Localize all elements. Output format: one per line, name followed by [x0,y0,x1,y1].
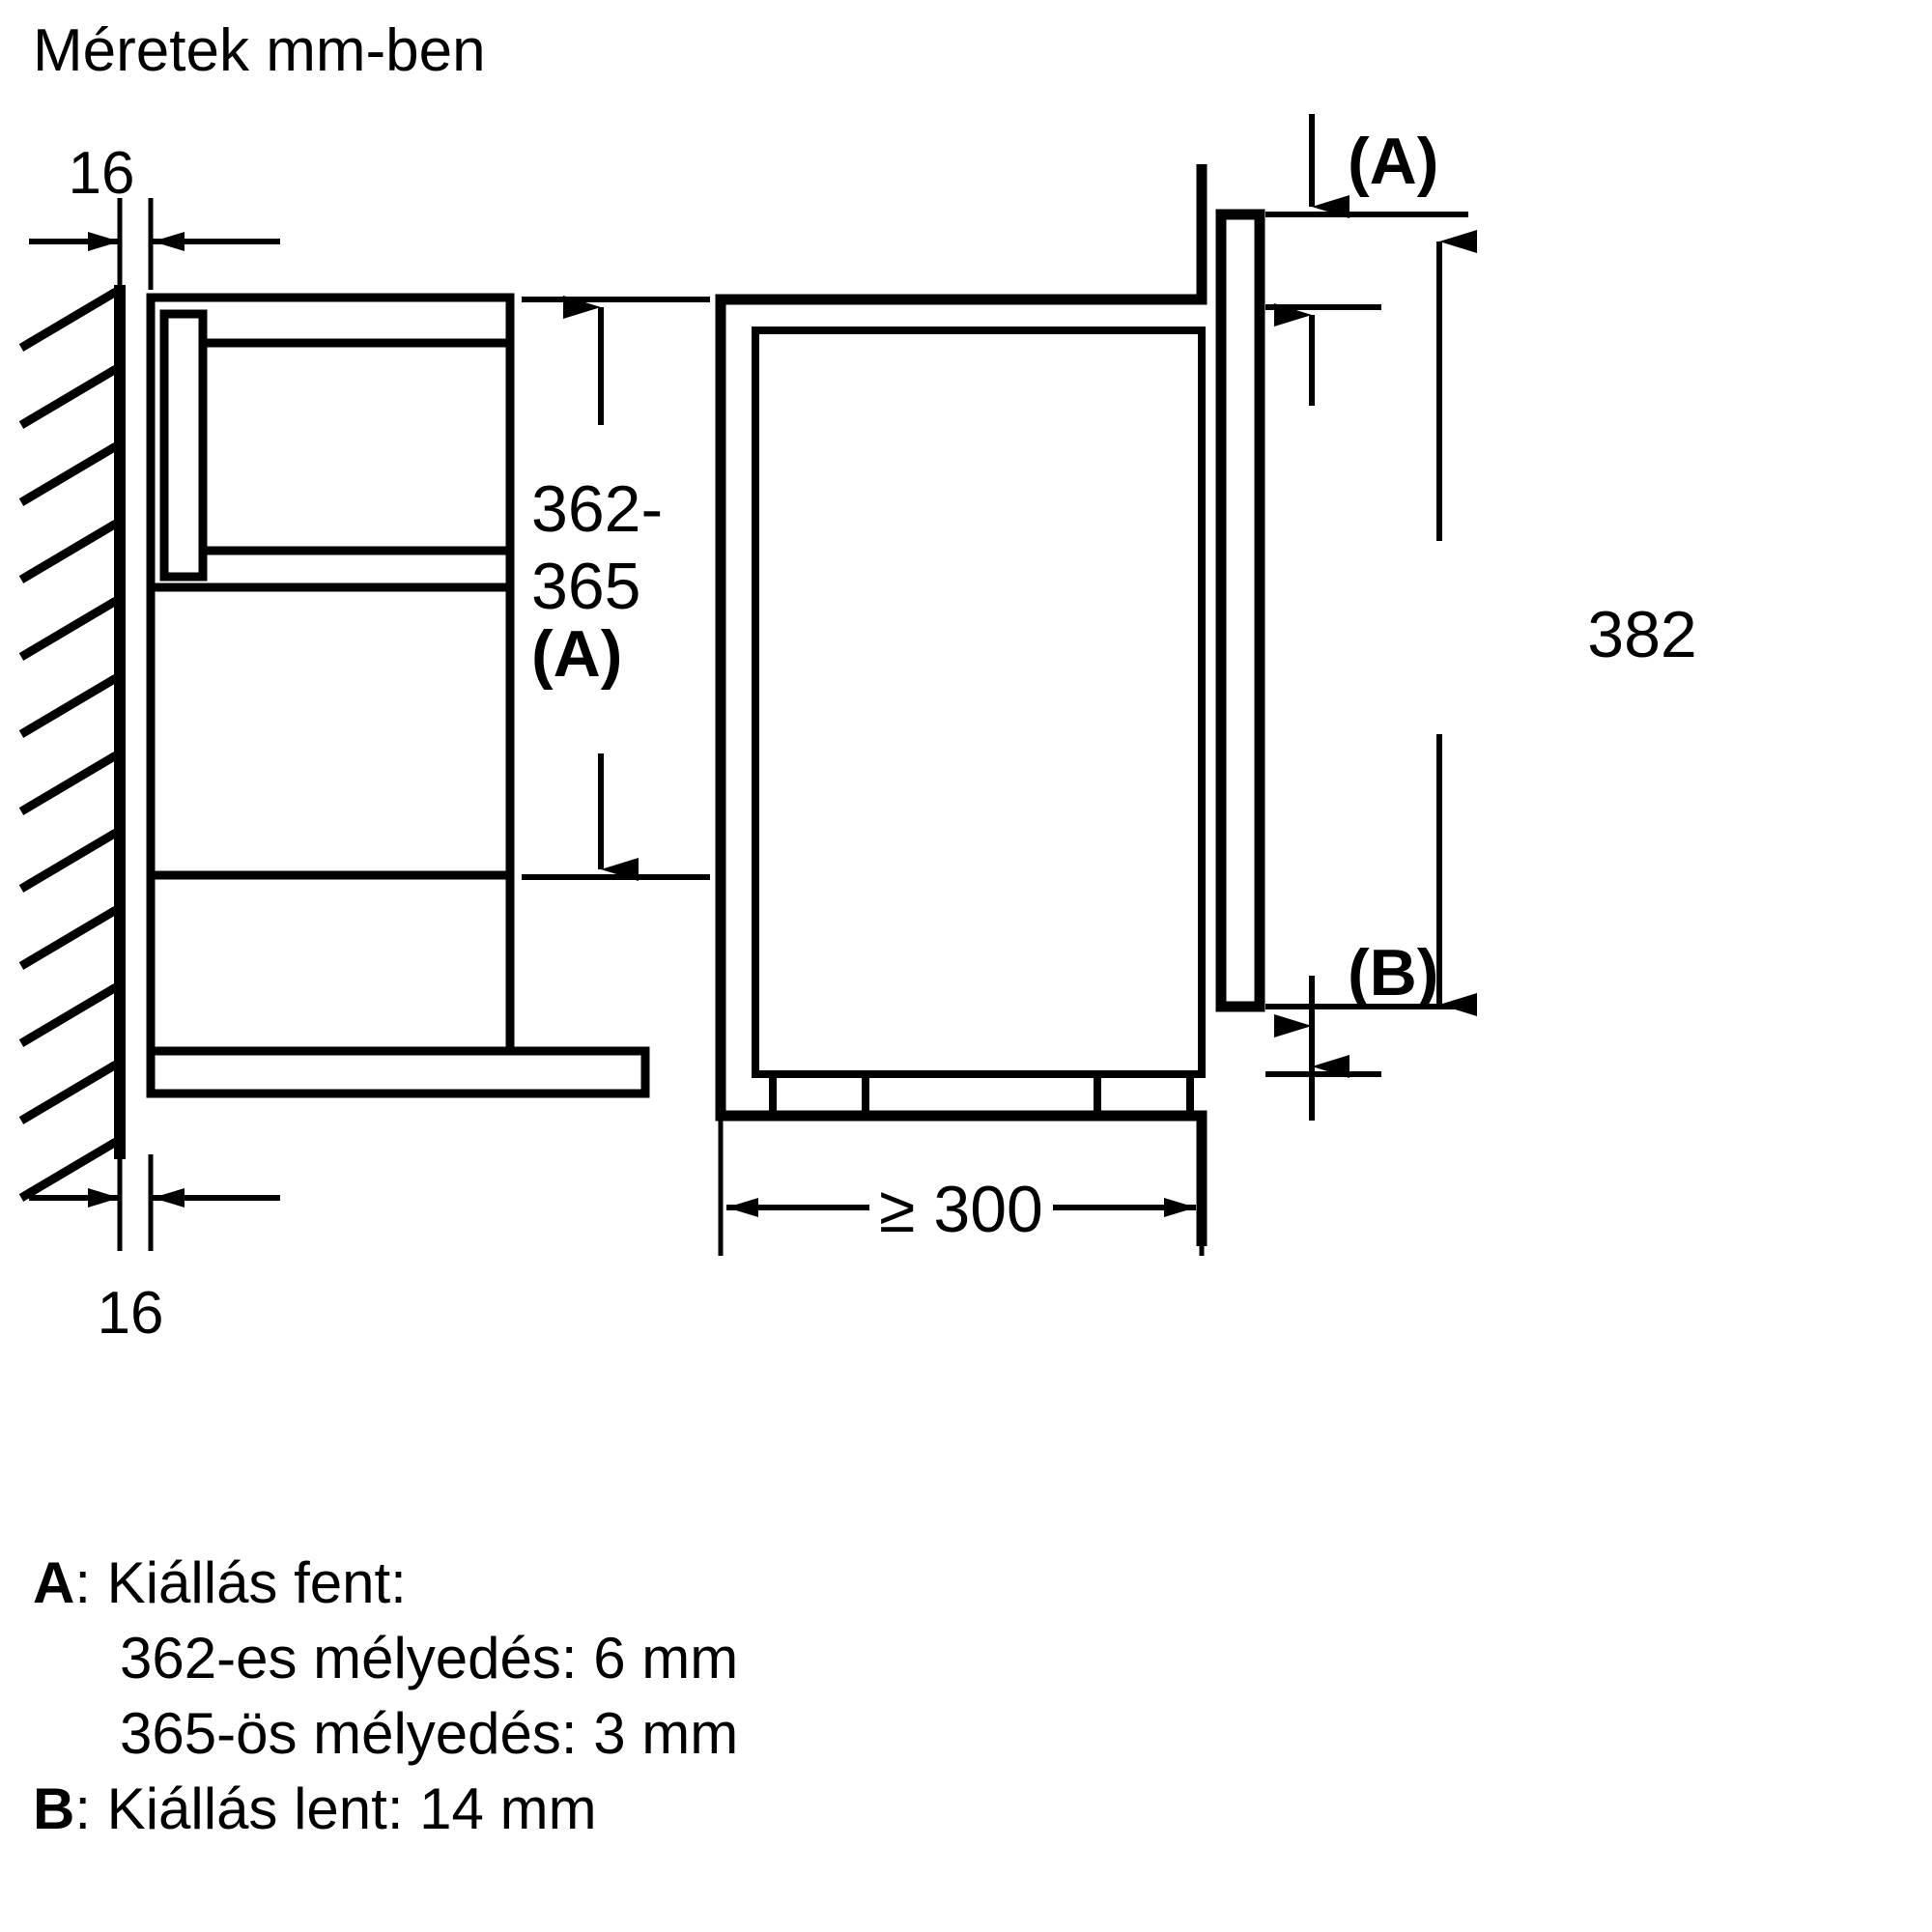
dim-niche-height [522,296,710,881]
door-front-panel [1215,209,1265,1012]
dim-label-bottom-16: 16 [98,1280,164,1347]
dim-label-niche-height-2: 365 [531,550,640,623]
dim-bottom-protrusion [1265,976,1468,1121]
page-title: Méretek mm-ben [33,17,486,84]
left-section-view [18,198,650,1251]
legend-row-b: B: Kiállás lent: 14 mm [33,1772,738,1847]
wall-hatching [18,288,119,1202]
legend-row-a-line1: 362-es mélyedés: 6 mm [33,1621,738,1696]
dim-label-niche-height-1: 362- [531,472,663,546]
dim-label-niche-height-ref: (A) [531,617,622,691]
dim-top-16 [29,198,280,290]
legend-block: A: Kiállás fent: 362-es mélyedés: 6 mm 3… [33,1546,738,1847]
upper-cabinet-outline [146,293,515,880]
dim-label-top-16: 16 [69,140,135,207]
legend-a-title: : Kiállás fent: [74,1550,407,1615]
right-section-view [715,164,1265,1256]
dim-label-bottom-protrusion-ref: (B) [1348,936,1438,1009]
appliance-feet [769,1070,1194,1121]
legend-row-a-title: A: Kiállás fent: [33,1546,738,1621]
legend-key-b: B [33,1776,75,1841]
dim-bottom-16 [29,1154,280,1251]
dim-min-depth [718,1121,1205,1256]
legend-a-line2: 365-ös mélyedés: 3 mm [120,1701,739,1766]
dim-label-min-depth: ≥ 300 [879,1173,1043,1246]
dim-top-protrusion [1265,114,1468,406]
appliance-body [752,327,1206,1078]
dim-label-top-protrusion-ref: (A) [1348,125,1438,198]
appliance-front-panel [159,309,510,582]
legend-b-title: : Kiállás lent: 14 mm [74,1776,597,1841]
dim-label-total-height: 382 [1587,598,1696,671]
legend-a-line1: 362-es mélyedés: 6 mm [120,1626,739,1690]
legend-row-a-line2: 365-ös mélyedés: 3 mm [33,1696,738,1772]
legend-key-a: A [33,1550,75,1615]
lower-shelf-board [146,1046,650,1098]
